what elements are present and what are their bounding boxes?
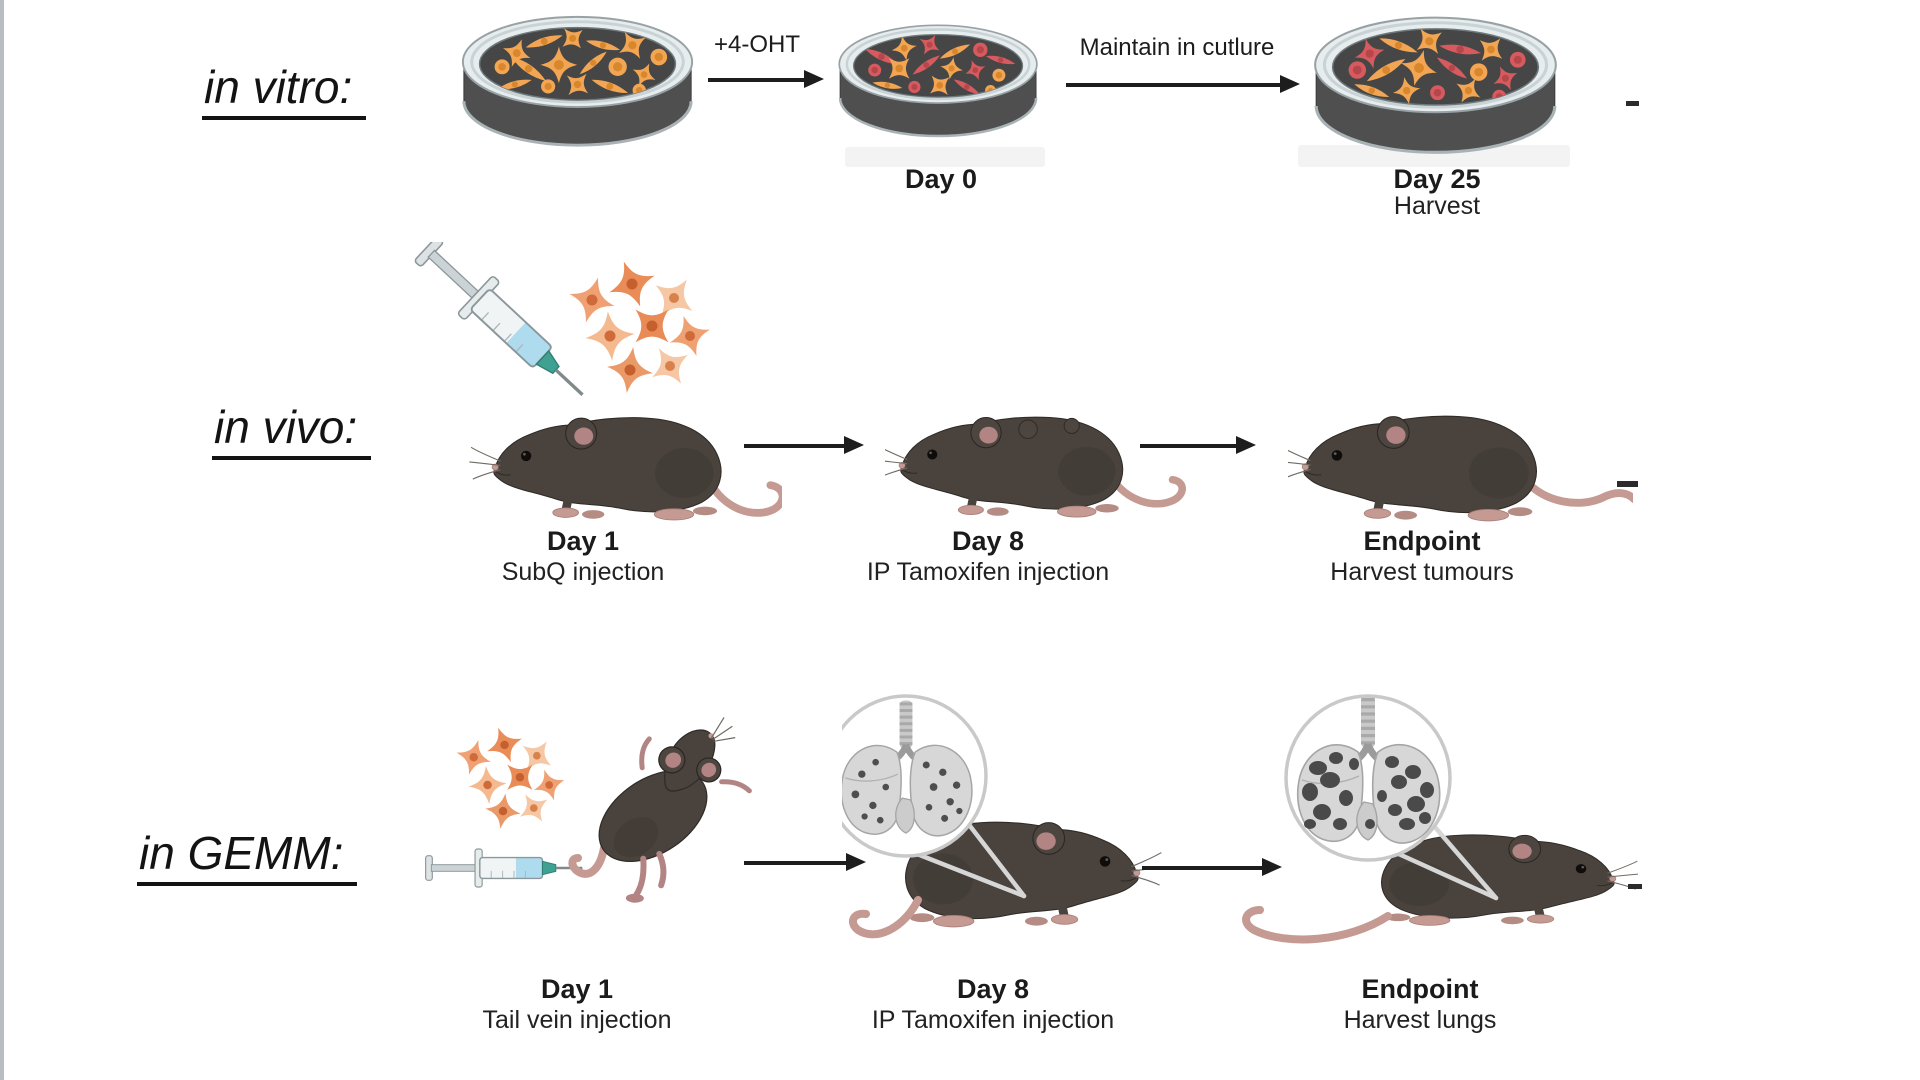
step-subtitle-harvest-tumours: Harvest tumours bbox=[1330, 558, 1514, 586]
mouse-tail bbox=[1108, 474, 1186, 508]
cancer-cells-icon bbox=[556, 262, 716, 402]
row-label-in-gemm: in GEMM: bbox=[137, 830, 358, 886]
step-title-day1: Day 1 bbox=[546, 526, 620, 556]
step-title-day8: Day 8 bbox=[956, 974, 1030, 1004]
tumour-bump bbox=[1063, 417, 1080, 434]
step-subtitle-tail-vein: Tail vein injection bbox=[482, 1006, 672, 1034]
mouse-tail bbox=[706, 477, 782, 517]
arrow-right-icon bbox=[744, 437, 864, 453]
window-edge-line bbox=[0, 0, 4, 1080]
mouse-icon bbox=[462, 396, 782, 546]
mouse-icon bbox=[1288, 394, 1633, 542]
arrow-right-icon bbox=[708, 71, 824, 87]
dish-shadow-band bbox=[1298, 145, 1570, 167]
lens-pointer-lines bbox=[1387, 823, 1499, 901]
edge-dash-mark bbox=[1628, 884, 1642, 889]
arrow-right-icon bbox=[1066, 76, 1300, 92]
tumour-bump bbox=[1018, 419, 1038, 440]
mouse-tail bbox=[849, 896, 922, 939]
step-title-day0: Day 0 bbox=[904, 164, 978, 194]
lens-pointer-lines bbox=[909, 823, 1027, 899]
step-subtitle-ip-tamoxifen: IP Tamoxifen injection bbox=[866, 558, 1110, 586]
arrow-right-icon bbox=[744, 854, 866, 870]
mouse-with-lungs-inset bbox=[1242, 694, 1638, 944]
step-title-day1: Day 1 bbox=[540, 974, 614, 1004]
arrow-right-icon bbox=[1140, 437, 1256, 453]
step-subtitle-ip-tamoxifen: IP Tamoxifen injection bbox=[871, 1006, 1115, 1034]
mouse-icon bbox=[885, 398, 1186, 543]
edge-dash-mark bbox=[1626, 101, 1639, 106]
mouse-icon bbox=[1382, 835, 1638, 925]
mouse-with-lungs-inset bbox=[842, 694, 1190, 939]
row-label-in-vitro: in vitro: bbox=[202, 64, 367, 120]
dish-shadow-band bbox=[845, 147, 1045, 167]
mouse-tail bbox=[1521, 476, 1633, 507]
step-title-day25: Day 25 bbox=[1393, 164, 1481, 194]
mouse-tail bbox=[568, 844, 608, 878]
step-subtitle-subq: SubQ injection bbox=[501, 558, 665, 586]
step-subtitle-harvest: Harvest bbox=[1393, 192, 1481, 220]
arrow-label-maintain: Maintain in cutlure bbox=[1079, 34, 1275, 61]
edge-dash-mark bbox=[1617, 481, 1638, 487]
row-label-in-vivo: in vivo: bbox=[212, 404, 372, 460]
arrow-right-icon bbox=[1142, 859, 1282, 875]
mouse-icon bbox=[568, 717, 752, 903]
petri-dish-icon bbox=[1313, 16, 1558, 154]
step-title-endpoint: Endpoint bbox=[1361, 974, 1479, 1004]
petri-dish-icon bbox=[837, 24, 1039, 138]
arrow-label-4oht: +4-OHT bbox=[713, 31, 801, 58]
step-title-endpoint: Endpoint bbox=[1363, 526, 1481, 556]
mouse-tail bbox=[1242, 906, 1392, 944]
step-title-day8: Day 8 bbox=[951, 526, 1025, 556]
step-subtitle-harvest-lungs: Harvest lungs bbox=[1343, 1006, 1497, 1034]
petri-dish-icon bbox=[461, 15, 694, 147]
